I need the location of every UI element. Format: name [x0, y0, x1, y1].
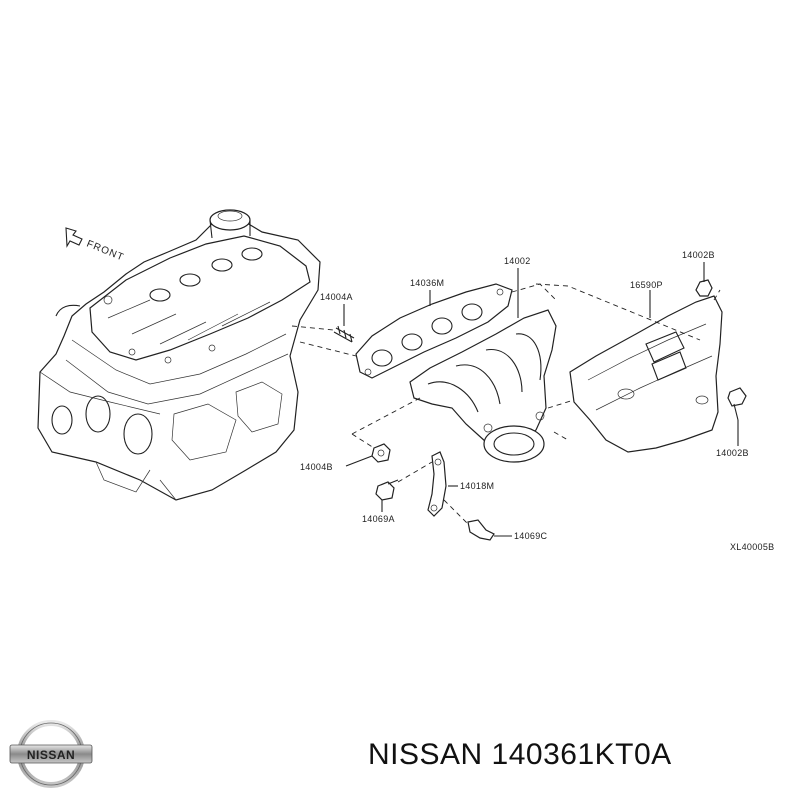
- callout-14004A: 14004A: [320, 292, 353, 302]
- callout-14069A: 14069A: [362, 514, 395, 524]
- drawing-code: XL40005B: [730, 542, 774, 552]
- hardware: [333, 279, 747, 541]
- heat-shield: [569, 295, 723, 453]
- engine-assembly: [37, 209, 321, 501]
- callout-14002: 14002: [504, 256, 531, 266]
- part-number-caption: NISSAN 140361KT0A: [368, 738, 672, 771]
- assembly-dashed-lines: [291, 283, 721, 525]
- manifold-gasket: [355, 283, 513, 379]
- leader-lines: [343, 262, 739, 537]
- callout-14002B-top: 14002B: [682, 250, 715, 260]
- front-arrow: FRONT: [65, 227, 126, 264]
- callout-14069C: 14069C: [514, 531, 548, 541]
- callout-16590P: 16590P: [630, 280, 663, 290]
- callout-14004B: 14004B: [300, 462, 333, 472]
- callout-14036M: 14036M: [410, 278, 444, 288]
- callout-labels: 14004A 14036M 14002 14002B 16590P 14002B…: [300, 250, 774, 552]
- logo-wordmark: NISSAN: [27, 748, 75, 762]
- callout-14002B-right: 14002B: [716, 448, 749, 458]
- nissan-logo: NISSAN: [9, 720, 93, 788]
- front-label: FRONT: [85, 239, 126, 264]
- callout-14018M: 14018M: [460, 481, 494, 491]
- exhaust-manifold: [409, 309, 557, 463]
